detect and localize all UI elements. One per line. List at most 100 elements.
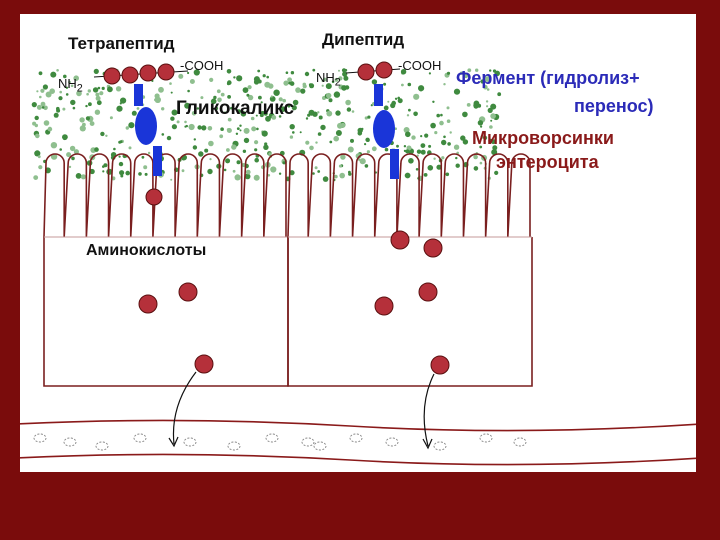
glycocalyx-speck — [86, 93, 89, 96]
enzyme-label-line1: Фермент (гидролиз+ — [456, 68, 640, 89]
glycocalyx-speck — [333, 136, 339, 142]
enterocyte-right — [288, 154, 532, 386]
glycocalyx-speck — [341, 123, 346, 128]
glycocalyx-speck — [169, 82, 172, 85]
glycocalyx-speck — [116, 106, 122, 112]
glycocalyx-speck — [170, 117, 174, 121]
glycocalyx-speck — [407, 114, 409, 116]
glycocalyx-speck — [167, 136, 171, 140]
glycocalyx-speck — [454, 89, 460, 95]
glycocalyx-speck — [462, 112, 468, 118]
glycocalyx-speck — [35, 124, 38, 127]
glycocalyx-speck — [478, 120, 483, 125]
blood-cell — [184, 438, 196, 446]
glycocalyx-speck — [339, 165, 342, 168]
nh-text: NH — [58, 76, 77, 91]
glycocalyx-speck — [405, 132, 411, 138]
blood-cell — [228, 442, 240, 450]
glycocalyx-speck — [236, 133, 238, 135]
glycocalyx-speck — [408, 109, 411, 112]
glycocalyx-speck — [417, 150, 421, 154]
glycocalyx-speck — [224, 169, 227, 172]
glycocalyx-speck — [428, 145, 431, 148]
glycocalyx-speck — [221, 93, 225, 97]
glycocalyx-speck — [102, 165, 105, 168]
amino-terminus-label: NH2 — [58, 76, 83, 95]
glycocalyx-speck — [119, 170, 124, 175]
glycocalyx-speck — [474, 166, 479, 171]
glycocalyx-speck — [413, 94, 419, 100]
glycocalyx-speck — [73, 107, 76, 110]
enzyme-anchor-bottom-left — [153, 146, 162, 176]
vessel-wall-top — [20, 420, 696, 430]
glycocalyx-speck — [317, 170, 320, 173]
arrow-left — [173, 372, 196, 444]
glycocalyx-speck — [273, 90, 279, 96]
glycocalyx-speck — [367, 116, 370, 119]
glycocalyx-speck — [352, 110, 355, 113]
glycocalyx-speck — [35, 116, 39, 120]
glycocalyx-speck — [102, 170, 104, 172]
blood-vessel — [20, 420, 696, 464]
glycocalyx-speck — [309, 146, 314, 151]
glycocalyx-speck — [268, 83, 273, 88]
glycocalyx-speck — [334, 91, 340, 97]
glycocalyx-speck — [454, 145, 459, 150]
glycocalyx-speck — [201, 125, 206, 130]
glycocalyx-speck — [226, 148, 230, 152]
glycocalyx-speck — [295, 87, 301, 93]
glycocalyx-speck — [421, 150, 426, 155]
glycocalyx-speck — [428, 165, 434, 171]
glycocalyx-speck — [99, 91, 103, 95]
glycocalyx-speck — [441, 140, 446, 145]
glycocalyx-speck — [237, 127, 240, 130]
glycocalyx-speck — [497, 92, 501, 96]
glycocalyx-speck — [341, 85, 347, 91]
glycocalyx-speck — [39, 71, 43, 75]
blood-cell — [434, 442, 446, 450]
glycocalyx-speck — [263, 74, 266, 77]
glycocalyx-speck — [490, 120, 492, 122]
glycocalyx-speck — [172, 124, 177, 129]
glycocalyx-speck — [323, 176, 329, 182]
glycocalyx-speck — [404, 145, 406, 147]
glycocalyx-speck — [219, 134, 223, 138]
glycocalyx-speck — [473, 104, 476, 107]
blood-cell — [514, 438, 526, 446]
glycocalyx-speck — [257, 70, 260, 73]
glycocalyx-speck — [292, 131, 295, 134]
glycocalyx-speck — [137, 107, 140, 110]
blood-cell — [350, 434, 362, 442]
glycocalyx-speck — [408, 83, 412, 87]
glycocalyx-speck — [343, 76, 348, 81]
glycocalyx-speck — [318, 132, 322, 136]
glycocalyx-speck — [447, 106, 450, 109]
carboxyl-terminus-label: -COOH — [398, 58, 441, 73]
glycocalyx-speck — [360, 158, 366, 164]
glycocalyx-speck — [312, 172, 315, 175]
glycocalyx-speck — [51, 142, 57, 148]
glycocalyx-speck — [116, 86, 121, 91]
vessel-wall-bottom — [20, 454, 696, 464]
glycocalyx-speck — [405, 149, 409, 153]
glycocalyx-speck — [110, 116, 113, 119]
glycocalyx-speck — [170, 179, 172, 181]
blood-cells — [34, 434, 526, 450]
glycocalyx-speck — [209, 158, 211, 160]
glycocalyx-speck — [358, 128, 363, 133]
glycocalyx-speck — [227, 69, 232, 74]
glycocalyx-speck — [300, 131, 302, 133]
free-amino-acids — [139, 189, 449, 374]
glycocalyx-speck — [38, 165, 42, 169]
glycocalyx-speck — [94, 147, 99, 152]
glycocalyx-speck — [336, 130, 342, 136]
glycocalyx-speck — [434, 131, 437, 134]
glycocalyx-speck — [225, 158, 230, 163]
glycocalyx-speck — [43, 84, 48, 89]
diagram-panel: Тетрапептид Дипептид NH2 -COOH NH2 -COOH… — [20, 14, 696, 472]
blood-cell — [266, 434, 278, 442]
glycocalyx-speck — [365, 164, 369, 168]
glycocalyx-speck — [345, 100, 351, 106]
glycocalyx-speck — [98, 87, 101, 90]
